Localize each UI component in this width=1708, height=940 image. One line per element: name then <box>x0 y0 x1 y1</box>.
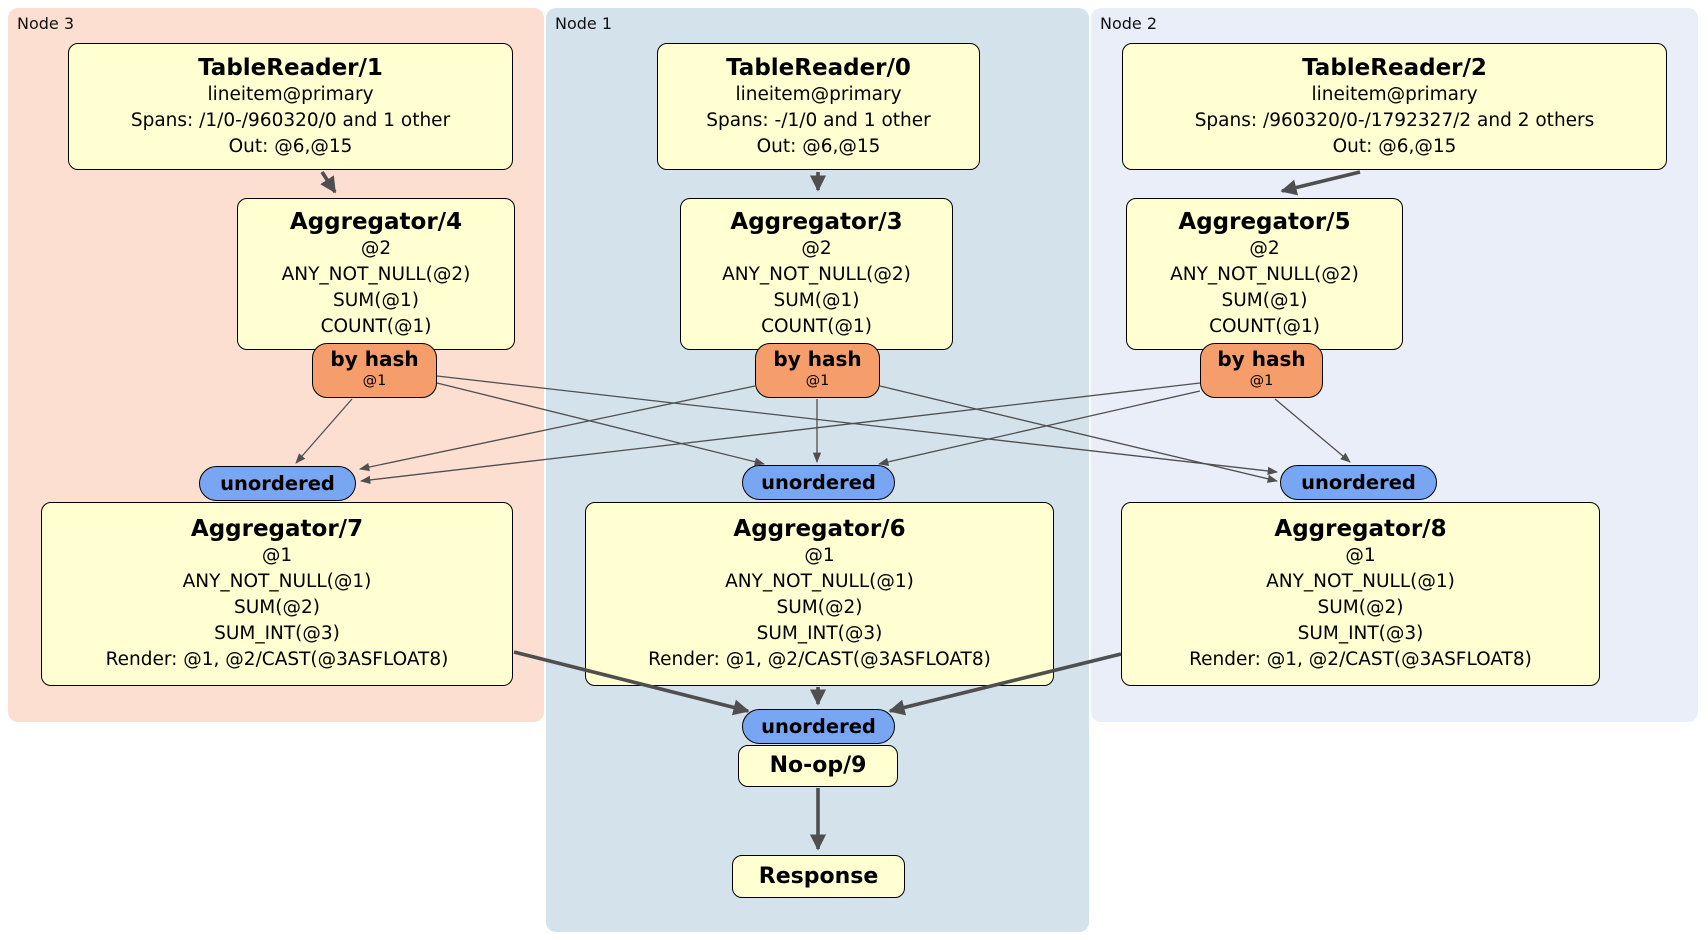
router-detail: @1 <box>805 373 830 389</box>
processor-detail: @1 <box>1345 545 1376 566</box>
processor-tablereader-1: TableReader/1 lineitem@primary Spans: /1… <box>68 43 513 170</box>
router-by-hash-5: by hash @1 <box>1200 343 1323 398</box>
router-title: by hash <box>773 347 862 371</box>
processor-detail: Render: @1, @2/CAST(@3ASFLOAT8) <box>105 649 449 670</box>
processor-detail: SUM_INT(@3) <box>214 623 340 644</box>
processor-detail: lineitem@primary <box>1311 83 1478 105</box>
processor-detail: COUNT(@1) <box>761 316 872 337</box>
router-detail: @1 <box>1249 373 1274 389</box>
processor-detail: Spans: /960320/0-/1792327/2 and 2 others <box>1194 109 1595 131</box>
processor-title: TableReader/1 <box>198 54 383 81</box>
processor-detail: ANY_NOT_NULL(@1) <box>725 571 914 592</box>
processor-detail: ANY_NOT_NULL(@2) <box>281 264 471 285</box>
region-label-node-2: Node 2 <box>1100 14 1158 33</box>
processor-detail: Spans: -/1/0 and 1 other <box>706 109 931 131</box>
processor-detail: ANY_NOT_NULL(@2) <box>722 264 911 285</box>
processor-aggregator-4: Aggregator/4 @2 ANY_NOT_NULL(@2) SUM(@1)… <box>237 198 515 350</box>
processor-detail: SUM(@1) <box>1221 290 1308 311</box>
processor-detail: COUNT(@1) <box>1209 316 1320 337</box>
processor-noop-9: No-op/9 <box>738 745 898 787</box>
processor-detail: @1 <box>261 545 293 566</box>
processor-detail: Out: @6,@15 <box>756 135 881 157</box>
processor-title: TableReader/0 <box>726 54 911 81</box>
region-label-node-3: Node 3 <box>17 14 75 33</box>
router-by-hash-3: by hash @1 <box>755 343 880 398</box>
processor-title: Response <box>758 863 879 889</box>
processor-detail: SUM(@1) <box>773 290 860 311</box>
processor-detail: lineitem@primary <box>207 83 374 105</box>
router-detail: @1 <box>362 373 387 389</box>
processor-title: Aggregator/8 <box>1274 516 1447 542</box>
processor-title: Aggregator/6 <box>733 516 906 542</box>
processor-detail: ANY_NOT_NULL(@1) <box>182 571 372 592</box>
processor-detail: SUM(@2) <box>776 597 863 618</box>
processor-aggregator-5: Aggregator/5 @2 ANY_NOT_NULL(@2) SUM(@1)… <box>1126 198 1403 350</box>
processor-detail: COUNT(@1) <box>320 316 432 337</box>
processor-detail: Spans: /1/0-/960320/0 and 1 other <box>130 109 451 131</box>
response-box: Response <box>732 855 905 898</box>
processor-detail: @2 <box>360 238 392 259</box>
processor-detail: Out: @6,@15 <box>228 135 353 157</box>
router-title: by hash <box>1217 347 1306 371</box>
processor-detail: ANY_NOT_NULL(@1) <box>1266 571 1455 592</box>
processor-title: TableReader/2 <box>1302 54 1487 81</box>
processor-aggregator-3: Aggregator/3 @2 ANY_NOT_NULL(@2) SUM(@1)… <box>680 198 953 350</box>
processor-detail: Render: @1, @2/CAST(@3ASFLOAT8) <box>648 649 991 670</box>
router-title: by hash <box>330 347 419 371</box>
processor-detail: Render: @1, @2/CAST(@3ASFLOAT8) <box>1189 649 1532 670</box>
processor-aggregator-6: Aggregator/6 @1 ANY_NOT_NULL(@1) SUM(@2)… <box>585 502 1054 686</box>
processor-detail: @1 <box>804 545 835 566</box>
processor-aggregator-7: Aggregator/7 @1 ANY_NOT_NULL(@1) SUM(@2)… <box>41 502 513 686</box>
processor-title: Aggregator/5 <box>1178 209 1351 235</box>
sync-unordered-node1: unordered <box>742 465 895 500</box>
processor-detail: SUM(@1) <box>333 290 419 311</box>
processor-title: No-op/9 <box>769 753 867 778</box>
processor-title: Aggregator/3 <box>730 209 903 235</box>
processor-tablereader-0: TableReader/0 lineitem@primary Spans: -/… <box>657 43 980 170</box>
processor-detail: SUM(@2) <box>1317 597 1404 618</box>
processor-detail: ANY_NOT_NULL(@2) <box>1170 264 1359 285</box>
processor-aggregator-8: Aggregator/8 @1 ANY_NOT_NULL(@1) SUM(@2)… <box>1121 502 1600 686</box>
processor-detail: lineitem@primary <box>735 83 902 105</box>
processor-detail: Out: @6,@15 <box>1332 135 1457 157</box>
processor-detail: SUM_INT(@3) <box>756 623 883 644</box>
processor-title: Aggregator/7 <box>190 516 364 542</box>
processor-detail: @2 <box>801 238 832 259</box>
sync-unordered-final: unordered <box>742 709 895 744</box>
sync-unordered-node2: unordered <box>1280 465 1437 500</box>
processor-detail: SUM(@2) <box>234 597 320 618</box>
processor-detail: SUM_INT(@3) <box>1297 623 1424 644</box>
sync-unordered-node3: unordered <box>199 466 356 501</box>
processor-title: Aggregator/4 <box>289 209 463 235</box>
processor-tablereader-2: TableReader/2 lineitem@primary Spans: /9… <box>1122 43 1667 170</box>
region-label-node-1: Node 1 <box>555 14 613 33</box>
router-by-hash-4: by hash @1 <box>312 343 437 398</box>
processor-detail: @2 <box>1249 238 1280 259</box>
